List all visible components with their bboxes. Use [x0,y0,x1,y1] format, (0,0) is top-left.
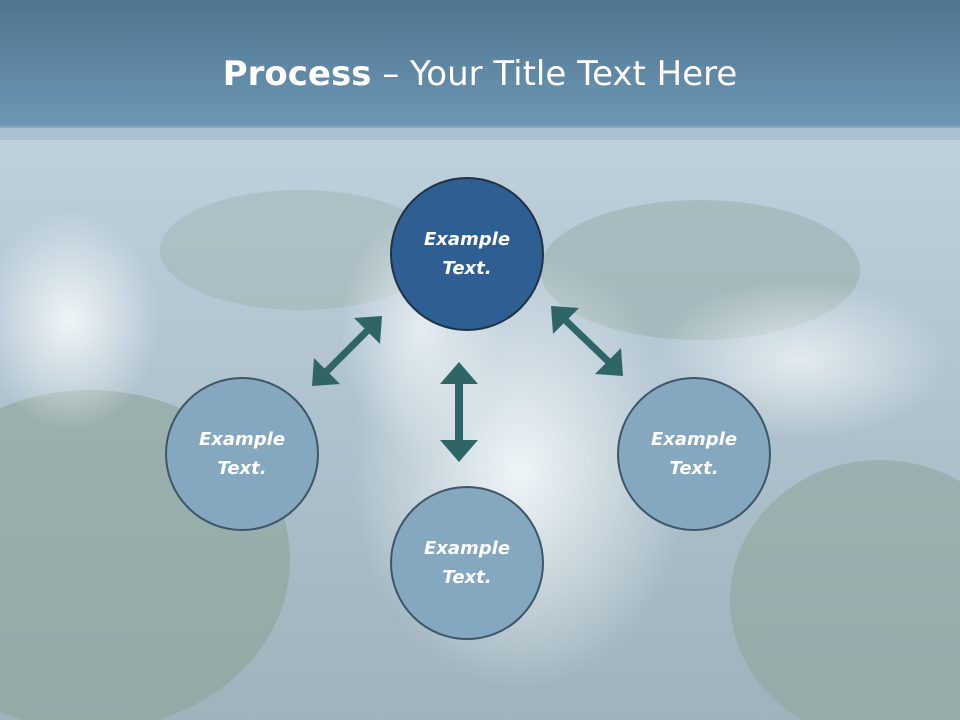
process-node-bottom[interactable]: Example Text. [390,486,544,640]
title-rest-text: – Your Title Text Here [371,54,738,94]
process-node-right[interactable]: Example Text. [617,377,771,531]
node-text-line1: Example [198,429,286,450]
node-text-line2: Text. [442,567,492,588]
process-node-top[interactable]: Example Text. [390,177,544,331]
node-text-line1: Example [423,229,511,250]
title-bold-text: Process [222,54,372,94]
node-text-line2: Text. [669,458,719,479]
node-text-line1: Example [650,429,738,450]
node-text-line2: Text. [217,458,267,479]
node-text-line1: Example [423,538,511,559]
node-text-line2: Text. [442,258,492,279]
process-node-left[interactable]: Example Text. [165,377,319,531]
slide-title: Process – Your Title Text Here [0,52,960,96]
